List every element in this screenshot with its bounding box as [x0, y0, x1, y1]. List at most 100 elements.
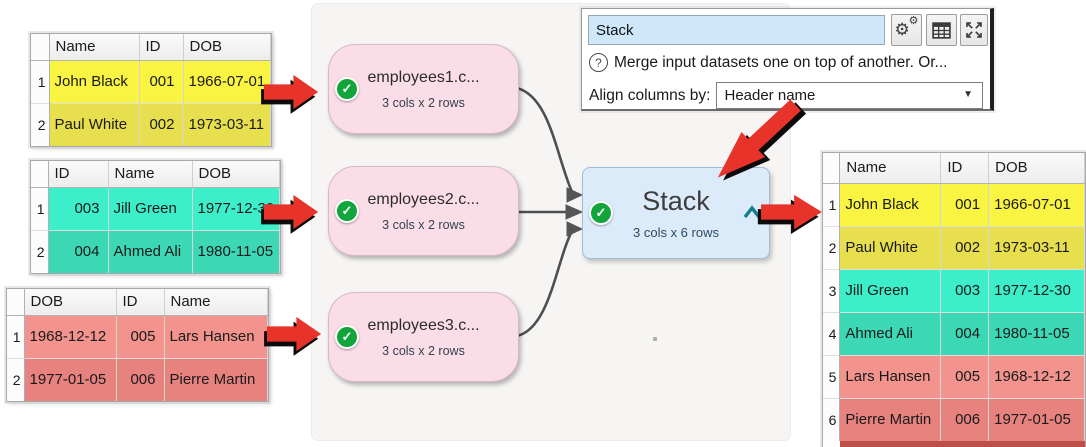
table-cell: Ahmed Ali: [839, 311, 942, 355]
corner-cell: [823, 153, 841, 184]
row-number: 2: [7, 357, 25, 401]
table-row: 3 Jill Green 003 1977-12-30: [823, 268, 1085, 312]
table-row: 1 John Black 001 1966-07-01: [31, 59, 272, 103]
expand-icon: [966, 22, 982, 38]
column-header: ID: [139, 34, 184, 61]
node-employees2[interactable]: ✓ employees2.c... 3 cols x 2 rows: [328, 166, 519, 256]
column-header: DOB: [192, 161, 281, 188]
table-row: 1 John Black 001 1966-07-01: [823, 182, 1085, 226]
table-cell: 1977-01-05: [988, 397, 1085, 441]
input-table-2: ID Name DOB 1 003 Jill Green 1977-12-30 …: [30, 160, 282, 274]
table-cell: 002: [139, 102, 184, 146]
table-cell: Jill Green: [108, 186, 193, 230]
check-icon: ✓: [335, 77, 359, 101]
column-header: ID: [940, 153, 990, 184]
dropdown-icon: ▼: [963, 89, 973, 100]
column-header: ID: [48, 161, 109, 188]
help-icon[interactable]: ?: [589, 53, 608, 72]
node-title: employees3.c...: [367, 316, 480, 334]
table-cell: 1968-12-12: [24, 314, 117, 358]
table-row: 4 Ahmed Ali 004 1980-11-05: [823, 311, 1085, 355]
canvas-grid-dot: [653, 337, 657, 341]
table-row: 2 1977-01-05 006 Pierre Martin: [7, 357, 268, 401]
node-size-label: 3 cols x 2 rows: [382, 95, 465, 110]
column-header: Name: [108, 161, 193, 188]
column-header: DOB: [183, 34, 272, 61]
node-name-input[interactable]: [588, 15, 885, 45]
row-number: 1: [823, 182, 841, 226]
node-employees3[interactable]: ✓ employees3.c... 3 cols x 2 rows: [328, 292, 519, 382]
table-cell: 1973-03-11: [183, 102, 272, 146]
row-number: 3: [823, 268, 841, 312]
column-header: ID: [116, 289, 165, 316]
table-cell: 1980-11-05: [192, 229, 281, 273]
column-header: Name: [164, 289, 268, 316]
node-title: employees1.c...: [367, 68, 480, 86]
table-cell: 003: [940, 268, 990, 312]
row-number: 1: [7, 314, 25, 358]
table-clipped-edge: [840, 441, 1085, 447]
row-number: 6: [823, 397, 841, 441]
table-cell: 005: [940, 354, 990, 398]
table-cell: 1968-12-12: [988, 354, 1085, 398]
gear-icon: ⚙ ⚙: [894, 15, 919, 39]
row-number: 1: [31, 186, 49, 230]
transform-description: Merge input datasets one on top of anoth…: [614, 53, 948, 71]
table-cell: Lars Hansen: [839, 354, 942, 398]
properties-panel: ⚙ ⚙ ? Merge input datasets: [581, 8, 994, 111]
table-cell: Pierre Martin: [839, 397, 942, 441]
check-icon: ✓: [335, 199, 359, 223]
maximize-button[interactable]: [960, 14, 988, 46]
table-cell: 1973-03-11: [988, 225, 1085, 269]
row-number: 2: [31, 102, 50, 146]
table-cell: Ahmed Ali: [108, 229, 193, 273]
settings-button[interactable]: ⚙ ⚙: [891, 14, 922, 46]
column-header: Name: [839, 153, 942, 184]
node-stack[interactable]: ✓ Stack 3 cols x 6 rows: [582, 167, 770, 259]
table-cell: 006: [940, 397, 990, 441]
table-cell: 001: [139, 59, 184, 103]
table-cell: 004: [48, 229, 109, 273]
table-cell: John Black: [49, 59, 140, 103]
table-cell: Paul White: [49, 102, 140, 146]
align-columns-label: Align columns by:: [589, 86, 711, 104]
node-employees1[interactable]: ✓ employees1.c... 3 cols x 2 rows: [328, 44, 519, 134]
table-row: 1 003 Jill Green 1977-12-30: [31, 186, 281, 230]
show-table-button[interactable]: [926, 14, 957, 46]
node-title: employees2.c...: [367, 190, 480, 208]
check-icon: ✓: [335, 325, 359, 349]
table-row: 6 Pierre Martin 006 1977-01-05: [823, 397, 1085, 441]
node-size-label: 3 cols x 2 rows: [382, 343, 465, 358]
table-cell: John Black: [839, 182, 942, 226]
table-cell: 1966-07-01: [988, 182, 1085, 226]
table-cell: Lars Hansen: [164, 314, 268, 358]
table-cell: 003: [48, 186, 109, 230]
table-cell: 002: [940, 225, 990, 269]
output-caret-icon: [743, 204, 761, 225]
table-cell: 1977-12-30: [988, 268, 1085, 312]
align-columns-value: Header name: [724, 87, 816, 104]
row-number: 2: [823, 225, 841, 269]
table-cell: 1977-01-05: [24, 357, 117, 401]
table-row: 1 1968-12-12 005 Lars Hansen: [7, 314, 268, 358]
input-table-1: Name ID DOB 1 John Black 001 1966-07-01 …: [30, 33, 273, 147]
table-cell: 004: [940, 311, 990, 355]
table-icon: [932, 21, 951, 39]
table-cell: 1977-12-30: [192, 186, 281, 230]
row-number: 1: [31, 59, 50, 103]
corner-cell: [31, 34, 50, 61]
align-columns-select[interactable]: Header name ▼: [716, 82, 983, 109]
table-row: 2 Paul White 002 1973-03-11: [823, 225, 1085, 269]
table-cell: Paul White: [839, 225, 942, 269]
check-icon: ✓: [589, 201, 613, 225]
table-row: 5 Lars Hansen 005 1968-12-12: [823, 354, 1085, 398]
row-number: 4: [823, 311, 841, 355]
table-cell: 005: [116, 314, 165, 358]
output-table: Name ID DOB 1 John Black 001 1966-07-01 …: [822, 152, 1086, 447]
table-cell: 006: [116, 357, 165, 401]
table-cell: 001: [940, 182, 990, 226]
table-cell: 1966-07-01: [183, 59, 272, 103]
corner-cell: [31, 161, 49, 188]
node-size-label: 3 cols x 2 rows: [382, 217, 465, 232]
table-row: 2 Paul White 002 1973-03-11: [31, 102, 272, 146]
